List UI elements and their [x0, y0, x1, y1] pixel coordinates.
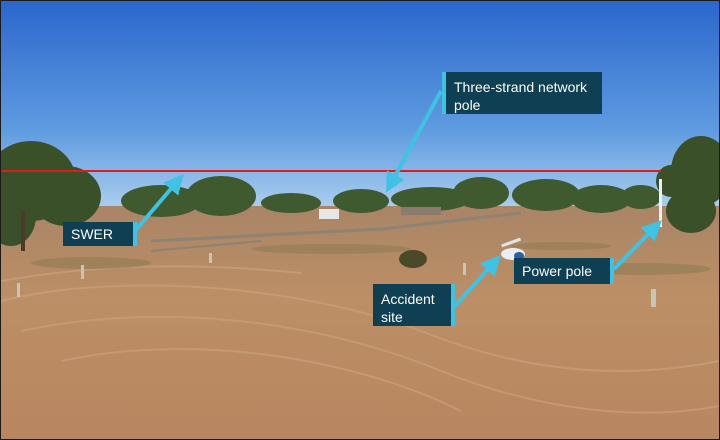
- sparse-grass: [31, 242, 711, 275]
- swer-label: SWER: [63, 222, 137, 246]
- fence-posts: [17, 253, 656, 307]
- arrow-accident-site: [453, 255, 501, 308]
- stock-yards: [150, 207, 522, 252]
- arrow-three-strand: [386, 90, 443, 193]
- power-pole: [659, 179, 662, 227]
- accident-site-label: Accident site: [373, 284, 455, 326]
- right-tree: [656, 136, 719, 233]
- arrow-power-pole: [612, 220, 662, 271]
- left-trees: [1, 141, 101, 251]
- power-pole-label: Power pole: [514, 258, 614, 284]
- arrow-swer: [133, 173, 184, 233]
- sky: [1, 1, 719, 216]
- three-strand-pole-label: Three-strand network pole: [442, 72, 602, 114]
- fallen-bush: [399, 250, 427, 268]
- tyre-tracks: [1, 265, 719, 414]
